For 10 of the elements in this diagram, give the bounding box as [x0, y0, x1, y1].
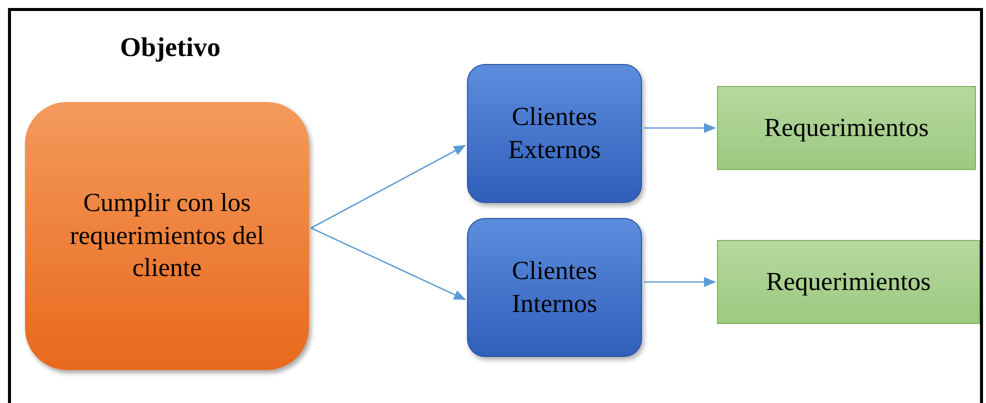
- arrow: [644, 277, 716, 287]
- client-box: Clientes Externos: [467, 64, 642, 203]
- arrow: [644, 123, 716, 133]
- client-box: Clientes Internos: [467, 218, 642, 357]
- arrow: [310, 144, 466, 229]
- requirement-box: Requerimientos: [717, 240, 980, 324]
- diagram-title: Objetivo: [120, 32, 220, 63]
- arrow: [310, 227, 466, 300]
- requirement-box: Requerimientos: [717, 86, 976, 170]
- goal-box: Cumplir con los requerimientos del cliente: [25, 102, 309, 370]
